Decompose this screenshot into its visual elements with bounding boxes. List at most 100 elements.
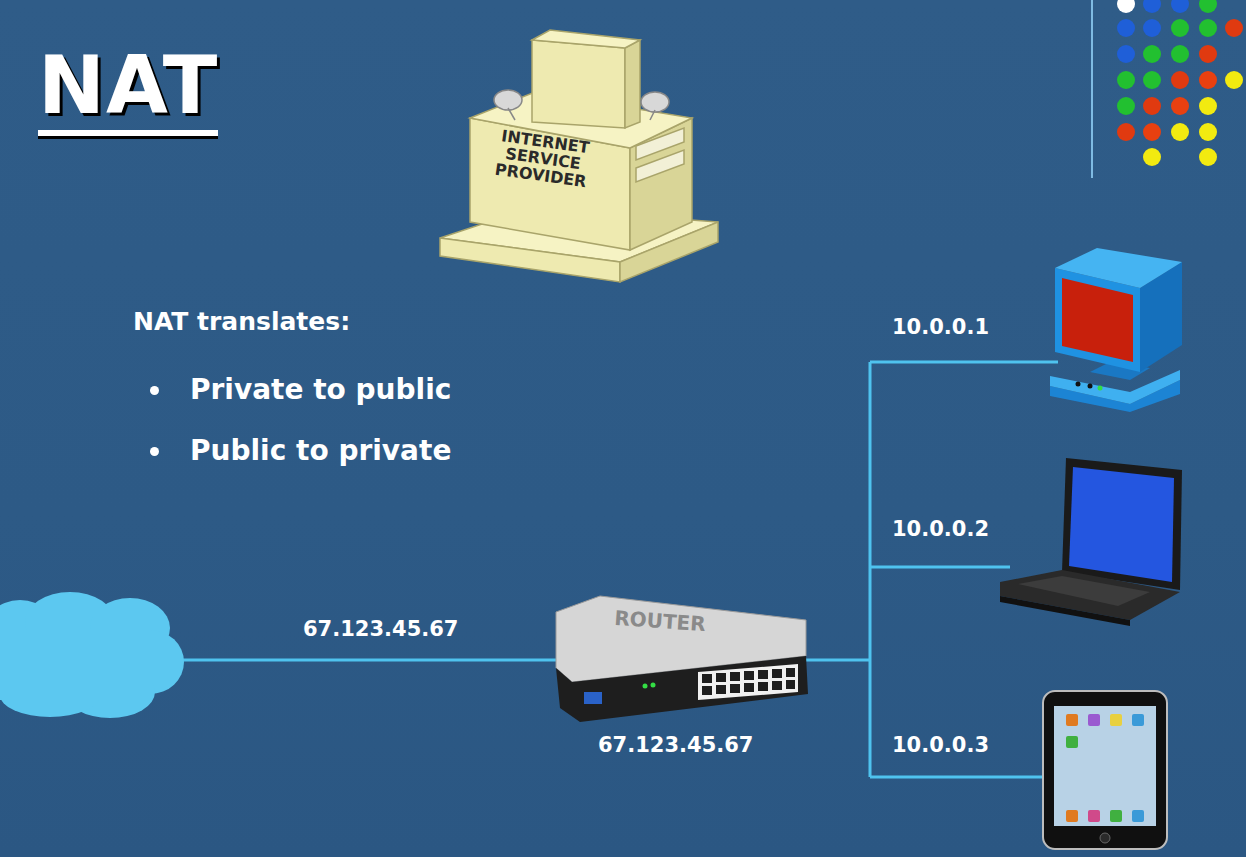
router-device-part xyxy=(643,684,648,689)
subheading: NAT translates: xyxy=(133,308,350,337)
tablet-device-part xyxy=(1110,714,1122,726)
tablet-device-part xyxy=(1132,714,1144,726)
logo-dots-part xyxy=(1171,0,1189,13)
router-device-part-part xyxy=(702,674,712,683)
tablet-device-part xyxy=(1100,833,1110,843)
bullet-dot xyxy=(150,386,159,395)
router-device-part-part xyxy=(716,685,726,694)
router-device-part xyxy=(698,664,798,700)
logo-dots-part xyxy=(1143,97,1161,115)
laptop-computer-part xyxy=(1018,576,1150,606)
tablet-device-part xyxy=(1054,706,1156,826)
logo-dots-part xyxy=(1117,45,1135,63)
logo-dots-part xyxy=(1171,71,1189,89)
laptop-computer-part xyxy=(1069,467,1174,582)
isp-building-part xyxy=(641,92,669,112)
isp-building-part xyxy=(440,238,620,282)
logo-dots-part xyxy=(1117,0,1135,13)
router-device-part-part xyxy=(716,673,726,682)
network-wires xyxy=(175,362,1058,777)
node-text: ROUTER xyxy=(588,605,731,637)
network-wires-part xyxy=(870,776,1045,779)
desktop-computer-part xyxy=(1076,382,1081,387)
network-wires-part xyxy=(870,361,1058,364)
logo-dots-part xyxy=(1199,0,1217,13)
bullet-dot xyxy=(150,447,159,456)
laptop-computer-part xyxy=(1000,570,1180,620)
router-device-part-part xyxy=(758,670,768,679)
network-wires-part xyxy=(870,566,1010,569)
ip-address: 10.0.0.3 xyxy=(892,733,989,757)
router-device-part-part xyxy=(744,671,754,680)
desktop-computer-part xyxy=(1088,384,1093,389)
tablet-device-part xyxy=(1066,714,1078,726)
logo-dots-part xyxy=(1199,45,1217,63)
network-wires-part xyxy=(175,659,560,662)
logo-dots-part xyxy=(1117,71,1135,89)
desktop-computer xyxy=(1050,248,1182,412)
router-device-part xyxy=(702,668,795,695)
isp-building-part xyxy=(532,40,625,128)
router-device xyxy=(556,596,808,722)
router-label: ROUTER xyxy=(584,603,735,639)
tablet-device-part xyxy=(1088,714,1100,726)
ip-address: 10.0.0.2 xyxy=(892,517,989,541)
logo-dots-part xyxy=(1143,19,1161,37)
logo-dots-part xyxy=(1225,19,1243,37)
bullet-item: Private to public xyxy=(190,374,451,406)
logo-dots-part xyxy=(1143,123,1161,141)
logo-dots-part xyxy=(1171,123,1189,141)
tablet-device-part xyxy=(1110,810,1122,822)
router-device-part-part xyxy=(744,683,754,692)
isp-building-part xyxy=(650,110,655,120)
router-device-part-part xyxy=(730,672,740,681)
network-wires-part xyxy=(869,362,872,777)
ip-address: 67.123.45.67 xyxy=(598,733,753,757)
tablet-device-part xyxy=(1066,736,1078,748)
router-device-part-part xyxy=(702,686,712,695)
logo-dots-part xyxy=(1117,123,1135,141)
isp-sign: INTERNET SERVICE PROVIDER xyxy=(475,123,611,195)
laptop-computer-part xyxy=(1062,458,1182,590)
tablet-device xyxy=(1043,691,1167,849)
laptop-computer-part xyxy=(1000,596,1130,626)
logo-dots-part xyxy=(1171,97,1189,115)
router-device-part xyxy=(584,692,602,704)
ip-address: 67.123.45.67 xyxy=(303,617,458,641)
router-device-part-part xyxy=(772,681,782,690)
desktop-computer-part xyxy=(1098,386,1103,391)
tablet-device-part xyxy=(1132,810,1144,822)
logo-dots-part xyxy=(1091,0,1093,178)
ip-address: 10.0.0.1 xyxy=(892,315,989,339)
logo-dots-part xyxy=(1199,19,1217,37)
logo-dots-part xyxy=(1143,71,1161,89)
laptop-computer xyxy=(1000,458,1182,626)
logo-dots xyxy=(1092,0,1243,178)
desktop-computer-part xyxy=(1055,248,1182,288)
logo-dots-part xyxy=(1117,97,1135,115)
slide-title: NAT xyxy=(38,46,218,136)
logo-dots-part xyxy=(1199,71,1217,89)
logo-dots-part xyxy=(1199,148,1217,166)
network-wires-part xyxy=(805,659,870,662)
isp-building-part xyxy=(625,40,640,128)
internet-cloud-part xyxy=(0,630,150,700)
router-device-part-part xyxy=(758,682,768,691)
isp-building-part xyxy=(494,90,522,110)
router-device-part xyxy=(651,683,656,688)
logo-dots-part xyxy=(1171,19,1189,37)
logo-dots-part xyxy=(1143,0,1161,13)
desktop-computer-part xyxy=(1062,278,1133,362)
router-device-part xyxy=(556,656,808,722)
logo-dots-part xyxy=(1199,97,1217,115)
router-device-part-part xyxy=(730,684,740,693)
router-device-part-part xyxy=(772,669,782,678)
isp-building xyxy=(440,30,718,282)
router-device-part-part xyxy=(786,668,795,677)
isp-building-part xyxy=(532,30,640,48)
logo-dots-part xyxy=(1171,45,1189,63)
router-device-part-part xyxy=(786,680,795,689)
logo-dots-part xyxy=(1117,19,1135,37)
tablet-device-part xyxy=(1043,691,1167,849)
